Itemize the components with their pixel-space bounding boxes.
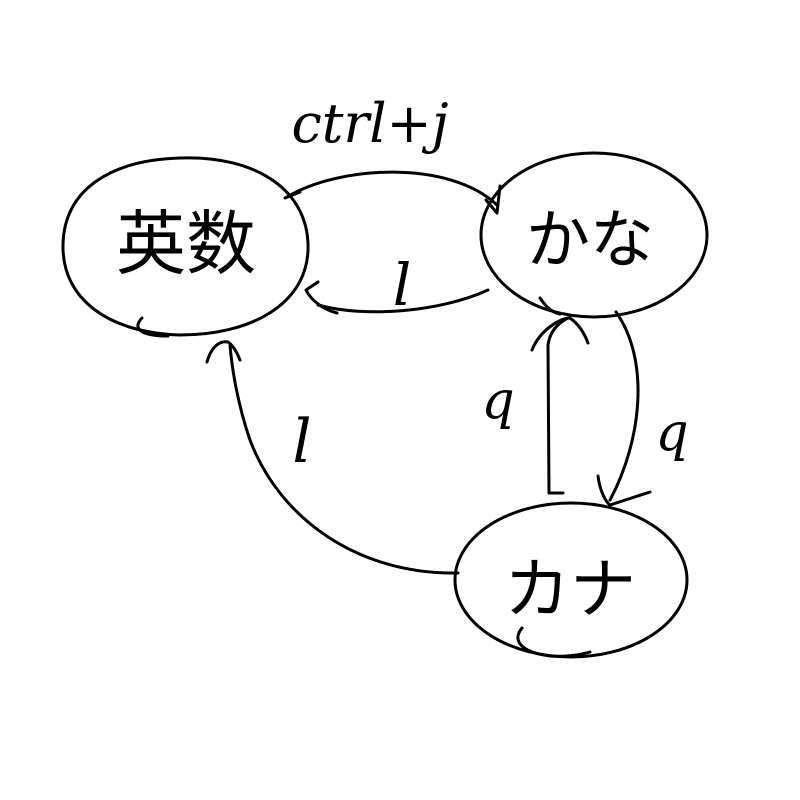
edge-eisu-to-hiragana-tick (283, 190, 302, 200)
node-katakana-label: カナ (504, 551, 636, 628)
node-katakana-tail (516, 626, 592, 658)
edge-eisu-to-hiragana-label: ctrl+j (291, 92, 448, 155)
node-hiragana: かな (479, 151, 709, 319)
edge-katakana-to-eisu: l (205, 340, 460, 575)
node-katakana: カナ (453, 501, 689, 659)
node-hiragana-label: かな (526, 204, 654, 278)
edge-katakana-to-hiragana-arrowhead (530, 316, 590, 352)
node-eisu: 英数 (61, 156, 310, 338)
edge-eisu-to-hiragana: ctrl+j (283, 92, 502, 215)
edge-katakana-to-eisu-arrowhead (205, 340, 242, 364)
edge-hiragana-to-katakana: q (596, 310, 689, 507)
node-eisu-tail (136, 316, 170, 338)
node-eisu-outline (61, 156, 310, 337)
edge-hiragana-to-katakana-label: q (655, 403, 688, 463)
node-eisu-label: 英数 (116, 203, 256, 285)
node-hiragana-outline (479, 151, 709, 319)
edge-hiragana-to-eisu: l (304, 251, 490, 319)
edge-katakana-to-eisu-label: l (292, 407, 311, 477)
edge-hiragana-to-katakana-line (608, 310, 640, 502)
edge-eisu-to-hiragana-arrowhead (484, 184, 502, 215)
edge-katakana-to-hiragana-label: q (481, 371, 514, 431)
edge-katakana-to-eisu-line (228, 343, 460, 575)
edge-hiragana-to-eisu-arrowhead (304, 280, 339, 315)
edge-hiragana-to-katakana-arrowhead (596, 474, 652, 507)
edge-hiragana-to-eisu-label: l (393, 251, 412, 319)
edge-hiragana-to-eisu-line (316, 288, 490, 314)
edge-katakana-to-hiragana: q (481, 296, 590, 495)
edge-katakana-to-hiragana-tick (538, 296, 562, 316)
edge-eisu-to-hiragana-line (285, 170, 499, 207)
edge-katakana-to-hiragana-line (546, 316, 570, 495)
